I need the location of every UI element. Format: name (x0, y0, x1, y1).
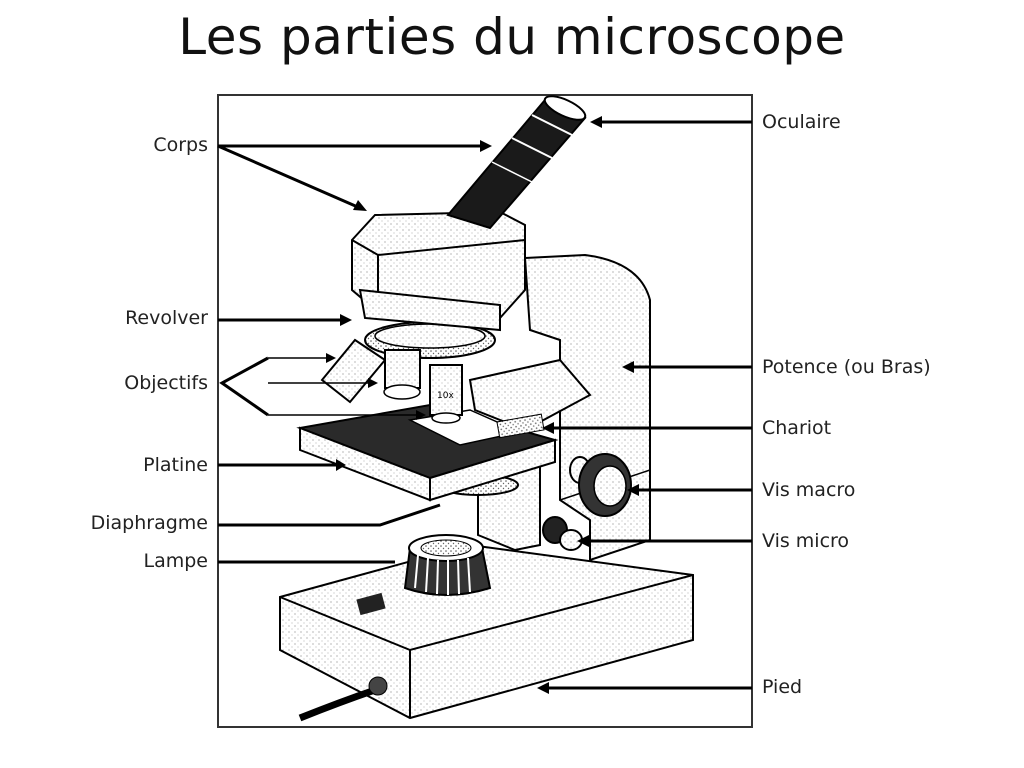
label-corps: Corps (153, 134, 208, 156)
label-objectifs: Objectifs (124, 372, 208, 394)
label-chariot: Chariot (762, 417, 832, 439)
objectifs-shape: 10x (320, 338, 463, 424)
corps-pointer-lower (217, 144, 361, 210)
arrowheads (326, 116, 639, 694)
vis-macro-shape (569, 453, 632, 517)
label-lampe: Lampe (143, 550, 209, 572)
lampe-shape (403, 534, 492, 596)
label-vis-macro: Vis macro (762, 479, 856, 501)
revolver-shape (364, 321, 496, 359)
leader-lines (217, 120, 752, 690)
label-pied: Pied (762, 676, 803, 698)
vis-micro-shape (542, 516, 583, 551)
chariot-shape (468, 358, 592, 439)
pied-base-shape (279, 543, 694, 722)
objective-magnification-label: 10x (437, 391, 454, 401)
objectifs-bracket (219, 356, 269, 417)
label-vis-micro: Vis micro (762, 530, 850, 552)
label-potence: Potence (ou Bras) (762, 356, 931, 378)
label-diaphragme: Diaphragme (90, 512, 208, 534)
label-revolver: Revolver (125, 307, 208, 329)
diaphragme-pointer (218, 503, 441, 527)
corps-shape (351, 210, 526, 332)
page-title: Les parties du microscope (178, 8, 846, 66)
diagram-frame (217, 94, 753, 728)
oculaire-shape (446, 95, 587, 230)
label-platine: Platine (143, 454, 208, 476)
label-oculaire: Oculaire (762, 111, 841, 133)
